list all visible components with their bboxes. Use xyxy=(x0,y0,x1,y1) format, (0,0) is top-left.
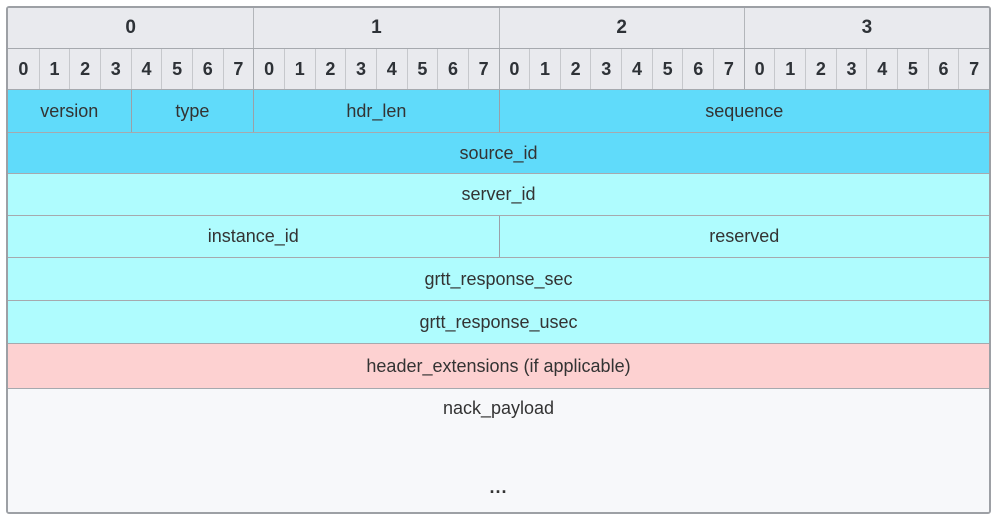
byte-header: 1 xyxy=(253,8,499,48)
field-version: version xyxy=(8,90,131,132)
byte-header: 2 xyxy=(498,8,744,48)
bit-header: 0 xyxy=(498,49,530,89)
bit-header: 7 xyxy=(467,49,499,89)
bit-header: 6 xyxy=(682,49,714,89)
field-header-extensions-if-applicable: header_extensions (if applicable) xyxy=(8,344,989,388)
payload-ellipsis: ... xyxy=(489,477,508,497)
bit-header: 4 xyxy=(866,49,898,89)
bit-header: 0 xyxy=(253,49,284,89)
field-type: type xyxy=(130,90,254,132)
bit-header: 0 xyxy=(8,49,39,89)
bit-header: 2 xyxy=(69,49,100,89)
field-instance-id: instance_id xyxy=(8,216,499,257)
bit-header: 0 xyxy=(743,49,775,89)
bit-header: 2 xyxy=(314,49,346,89)
bit-header: 2 xyxy=(559,49,591,89)
field-source-id: source_id xyxy=(8,133,989,173)
bit-header: 4 xyxy=(375,49,407,89)
bit-header: 1 xyxy=(38,49,70,89)
bit-header: 1 xyxy=(529,49,560,89)
field-label: nack_payload xyxy=(442,398,555,418)
bit-header: 3 xyxy=(835,49,867,89)
bit-header: 3 xyxy=(345,49,376,89)
bit-header: 6 xyxy=(437,49,468,89)
bit-header: 4 xyxy=(130,49,162,89)
field-grtt-response-usec: grtt_response_usec xyxy=(8,301,989,343)
bit-header: 5 xyxy=(161,49,192,89)
bit-header: 6 xyxy=(927,49,959,89)
field-sequence: sequence xyxy=(498,90,989,132)
bit-header: 4 xyxy=(621,49,652,89)
byte-header: 0 xyxy=(8,8,254,48)
field-row: source_id xyxy=(8,132,989,173)
field-row: header_extensions (if applicable) xyxy=(8,343,989,388)
bit-header: 5 xyxy=(897,49,928,89)
field-nack-payload: nack_payload... xyxy=(8,389,989,512)
field-grtt-response-sec: grtt_response_sec xyxy=(8,258,989,300)
bit-header: 7 xyxy=(713,49,744,89)
field-server-id: server_id xyxy=(8,174,989,215)
field-row: grtt_response_sec xyxy=(8,257,989,300)
bit-header: 2 xyxy=(805,49,836,89)
field-row: server_id xyxy=(8,173,989,215)
field-row: grtt_response_usec xyxy=(8,300,989,343)
bit-header: 1 xyxy=(283,49,315,89)
field-row: nack_payload... xyxy=(8,388,989,512)
bit-header: 7 xyxy=(222,49,254,89)
bit-header: 3 xyxy=(590,49,622,89)
bit-header: 5 xyxy=(406,49,438,89)
bit-header: 7 xyxy=(958,49,989,89)
bit-header: 1 xyxy=(774,49,806,89)
bit-header: 6 xyxy=(191,49,223,89)
bit-header: 3 xyxy=(99,49,131,89)
bit-header: 5 xyxy=(651,49,683,89)
field-hdr-len: hdr_len xyxy=(253,90,499,132)
byte-header: 3 xyxy=(743,8,989,48)
field-reserved: reserved xyxy=(498,216,989,257)
